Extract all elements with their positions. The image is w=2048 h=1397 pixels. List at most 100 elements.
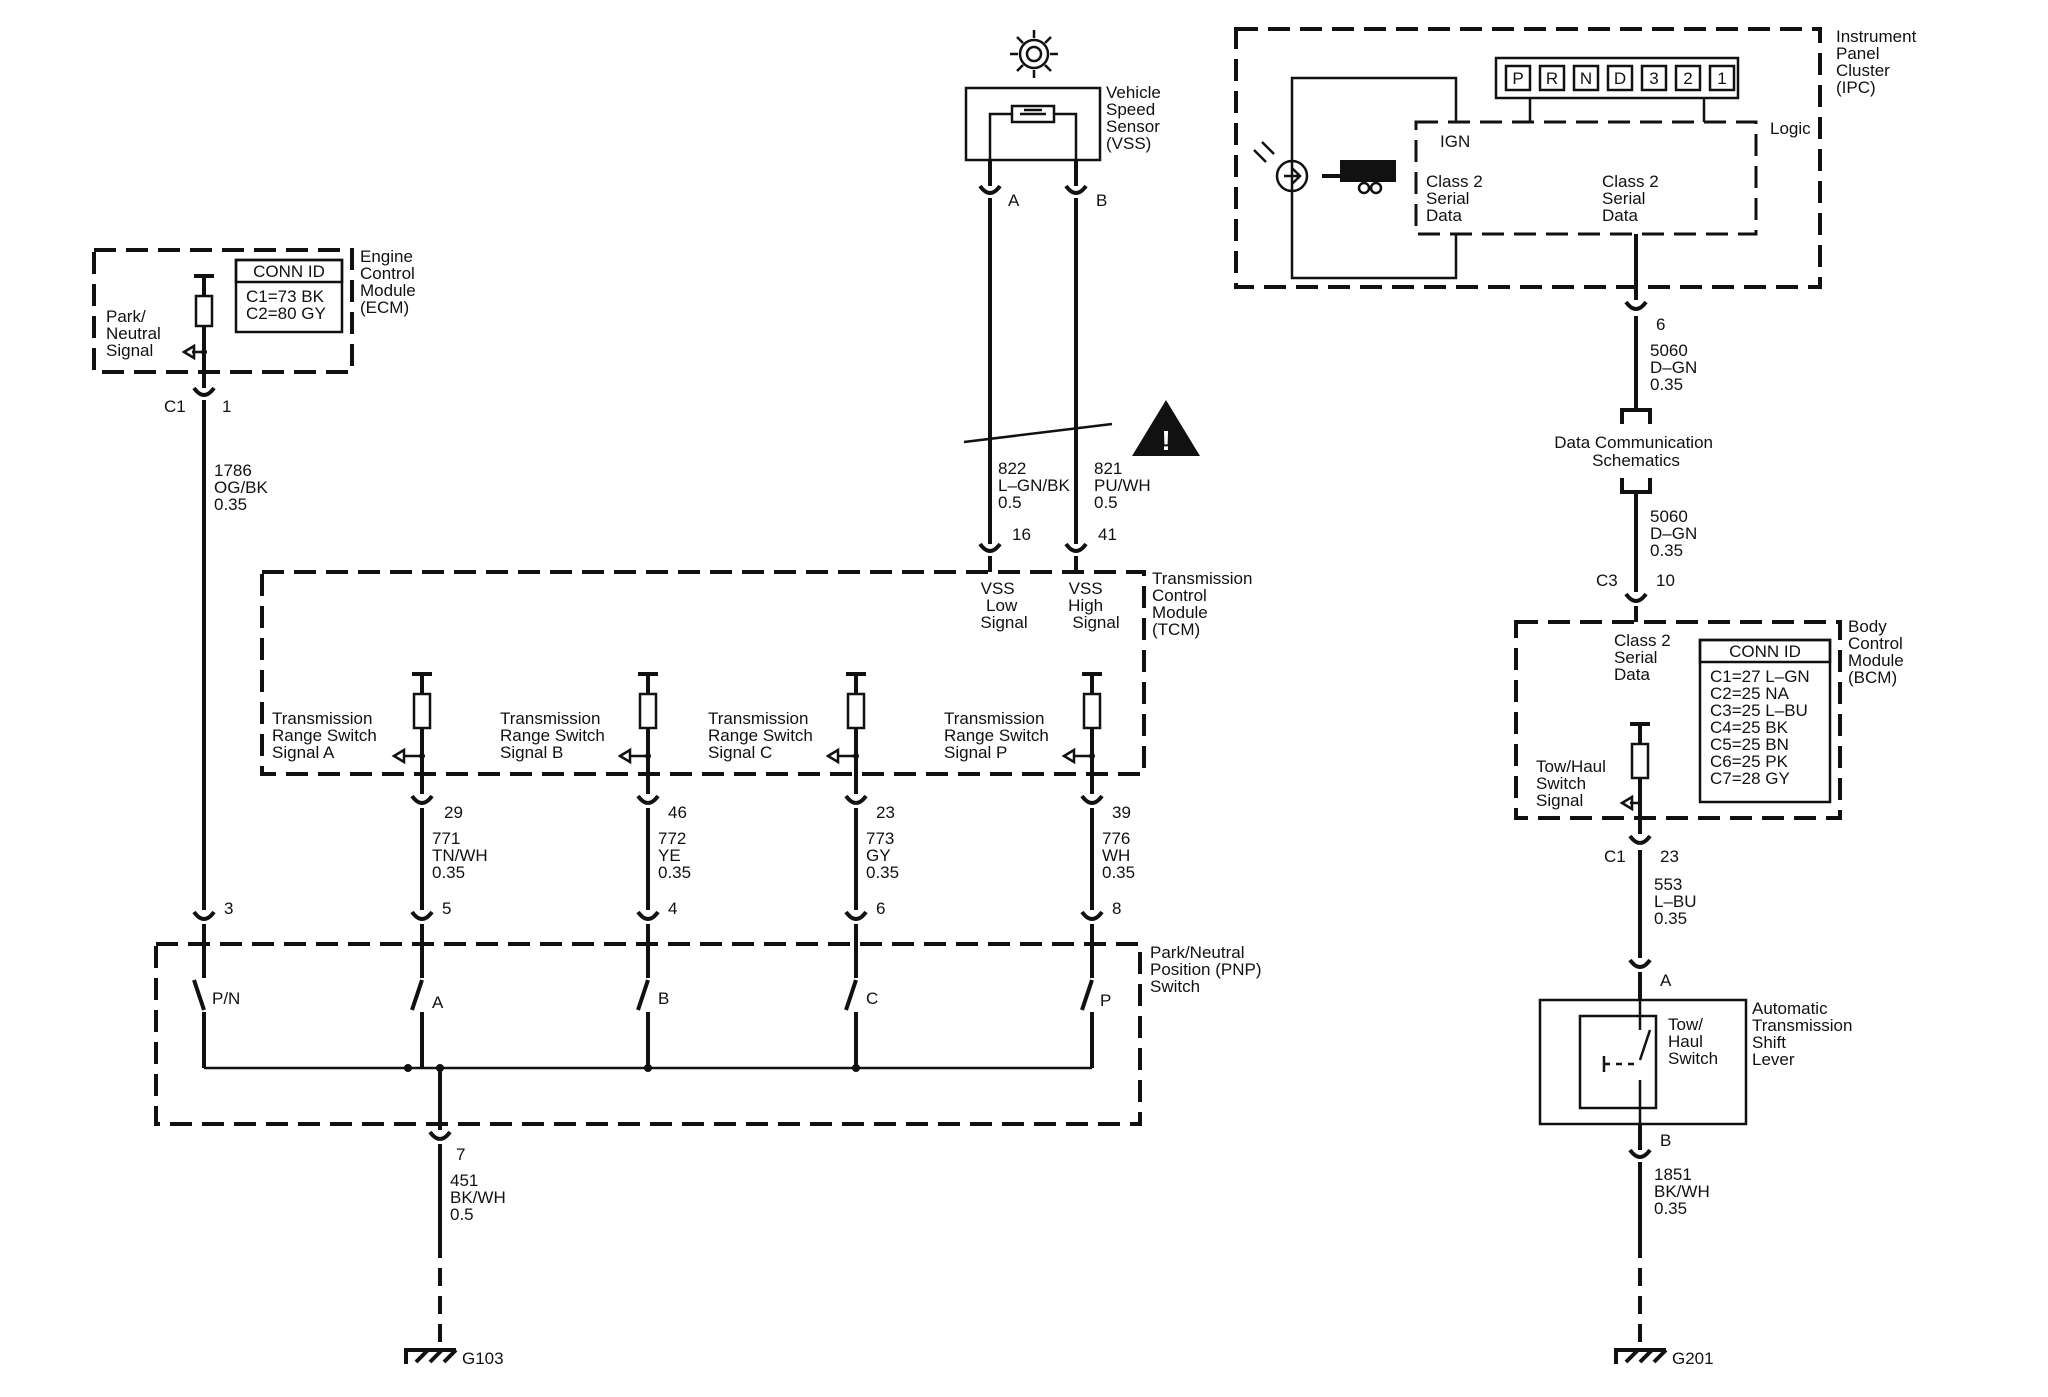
svg-text:N: N: [1580, 69, 1592, 88]
ipc-pin: 6: [1656, 315, 1665, 334]
tcm-pin-41: 41: [1098, 525, 1117, 544]
svg-text:2: 2: [1683, 69, 1692, 88]
ground-g103-icon: [404, 1348, 458, 1364]
tcm-vss-low-signal: VSS Low Signal: [980, 579, 1027, 632]
pnp-pin-8: 8: [1112, 899, 1121, 918]
tcm-pin-23: 23: [876, 803, 895, 822]
ground-g103-label: G103: [462, 1349, 504, 1368]
ipc-logic-box: [1414, 120, 1758, 236]
ipc-module: Instrument Panel Cluster (IPC) P R N D 3…: [1234, 27, 1921, 289]
pnp-contact-b: B: [658, 989, 669, 1008]
ecm-conn-id-title: CONN ID: [253, 262, 325, 281]
ground-g201-icon: [1614, 1348, 1668, 1364]
tcm-label: Transmission Control Module (TCM): [1152, 569, 1257, 639]
tcm-pullup-p: [1082, 692, 1102, 730]
shift-lever-label: Automatic Transmission Shift Lever: [1752, 999, 1857, 1069]
tow-haul-switch-label: Tow/ Haul Switch: [1668, 1015, 1718, 1068]
wire-771: 771 TN/WH 0.35: [432, 829, 492, 882]
tcm-pin-29: 29: [444, 803, 463, 822]
ipc-serial-left: Class 2 Serial Data: [1426, 172, 1487, 225]
ecm-label: Engine Control Module (ECM): [360, 247, 421, 317]
pnp-contact-p: P: [1100, 991, 1111, 1010]
tcm-pin-46: 46: [668, 803, 687, 822]
svg-text:!: !: [1161, 425, 1170, 456]
tcm-pullup-c: [846, 692, 866, 730]
ground-g201-label: G201: [1672, 1349, 1714, 1368]
wire-5060-lower: 5060 D–GN 0.35: [1650, 507, 1702, 560]
pnp-contact-a: A: [432, 993, 444, 1012]
pnp-pin-3: 3: [224, 899, 233, 918]
svg-text:D: D: [1614, 69, 1626, 88]
svg-text:P: P: [1512, 69, 1523, 88]
bcm-tow-haul-signal: Tow/Haul Switch Signal: [1536, 757, 1611, 810]
vss-pin-a: A: [1008, 191, 1020, 210]
tcm-signal-p: Transmission Range Switch Signal P: [944, 709, 1054, 762]
bcm-conn-id-title: CONN ID: [1729, 642, 1801, 661]
tcm-pin-16: 16: [1012, 525, 1031, 544]
ecm-park-neutral-signal: Park/ Neutral Signal: [106, 307, 166, 360]
pnp-label: Park/Neutral Position (PNP) Switch: [1150, 943, 1266, 996]
bcm-c1-label: C1: [1604, 847, 1626, 866]
bcm-serial-label: Class 2 Serial Data: [1614, 631, 1675, 684]
bcm-conn-id-rows: C1=27 L–GN C2=25 NA C3=25 L–BU C4=25 BK …: [1710, 667, 1814, 788]
ipc-ign-label: IGN: [1440, 132, 1470, 151]
bcm-c3-label: C3: [1596, 571, 1618, 590]
wire-1851: 1851 BK/WH 0.35: [1654, 1165, 1714, 1218]
tcm-pin-39: 39: [1112, 803, 1131, 822]
wire-773: 773 GY 0.35: [866, 829, 899, 882]
gear-icon: [1010, 30, 1058, 78]
pnp-pin-7: 7: [456, 1145, 465, 1164]
prnd-display: [1494, 56, 1740, 100]
tow-haul-indicator-icon: [1253, 141, 1396, 195]
bcm-c1-pin: 23: [1660, 847, 1679, 866]
shift-pin-a: A: [1660, 971, 1672, 990]
vss-box: [964, 86, 1102, 162]
ecm-c1-label: C1: [164, 397, 186, 416]
wire-772: 772 YE 0.35: [658, 829, 691, 882]
bcm-pullup-resistor: [1630, 742, 1650, 780]
ecm-boundary: [92, 248, 354, 374]
tcm-pullup-a: [412, 692, 432, 730]
tcm-signal-c: Transmission Range Switch Signal C: [708, 709, 818, 762]
ecm-conn-id-rows: C1=73 BK C2=80 GY: [246, 287, 329, 323]
warning-icon: !: [1132, 400, 1200, 456]
pnp-pin-4: 4: [668, 899, 677, 918]
wire-553: 553 L–BU 0.35: [1654, 875, 1701, 928]
tcm-pullup-b: [638, 692, 658, 730]
wire-822: 822 L–GN/BK 0.5: [998, 459, 1075, 512]
shift-lever-box: [1538, 998, 1748, 1126]
ecm-module: Engine Control Module (ECM) CONN ID C1=7…: [92, 247, 421, 374]
pnp-pin-5: 5: [442, 899, 451, 918]
tcm-signal-b: Transmission Range Switch Signal B: [500, 709, 610, 762]
bcm-module: Body Control Module (BCM) Class 2 Serial…: [1514, 617, 1909, 820]
wire-451: 451 BK/WH 0.5: [450, 1171, 510, 1224]
prnd-indicators: P R N D 3 2 1: [1504, 64, 1736, 92]
wire-776: 776 WH 0.35: [1102, 829, 1135, 882]
tcm-boundary: [260, 570, 1146, 776]
ipc-label: Instrument Panel Cluster (IPC): [1836, 27, 1921, 97]
tow-haul-switch-box: [1578, 1014, 1658, 1110]
ipc-logic-label: Logic: [1770, 119, 1811, 138]
ipc-connector: [1624, 300, 1648, 311]
shift-lever: Tow/ Haul Switch Automatic Transmission …: [1538, 998, 1857, 1126]
svg-text:1: 1: [1717, 69, 1726, 88]
svg-text:R: R: [1546, 69, 1558, 88]
vss-pin-b: B: [1096, 191, 1107, 210]
wire-821: 821 PU/WH 0.5: [1094, 459, 1155, 512]
twisted-pair-mark: [963, 422, 1113, 444]
bcm-label: Body Control Module (BCM): [1848, 617, 1909, 687]
wire-1786: 1786 OG/BK 0.35: [214, 461, 273, 514]
bcm-boundary: [1514, 620, 1842, 820]
pnp-contact-c: C: [866, 989, 878, 1008]
tcm-signal-a: Transmission Range Switch Signal A: [272, 709, 382, 762]
ipc-serial-right: Class 2 Serial Data: [1602, 172, 1663, 225]
ecm-pullup-resistor: [194, 294, 214, 328]
shift-pin-b: B: [1660, 1131, 1671, 1150]
pnp-switch: Park/Neutral Position (PNP) Switch P/N A…: [154, 924, 1266, 1126]
tcm-vss-high-signal: VSS High Signal: [1068, 579, 1119, 632]
vss-label: Vehicle Speed Sensor (VSS): [1106, 83, 1166, 153]
ecm-pin-1: 1: [222, 397, 231, 416]
ipc-boundary: [1234, 27, 1822, 289]
data-communication-ref: Data Communication Schematics: [1554, 433, 1717, 470]
